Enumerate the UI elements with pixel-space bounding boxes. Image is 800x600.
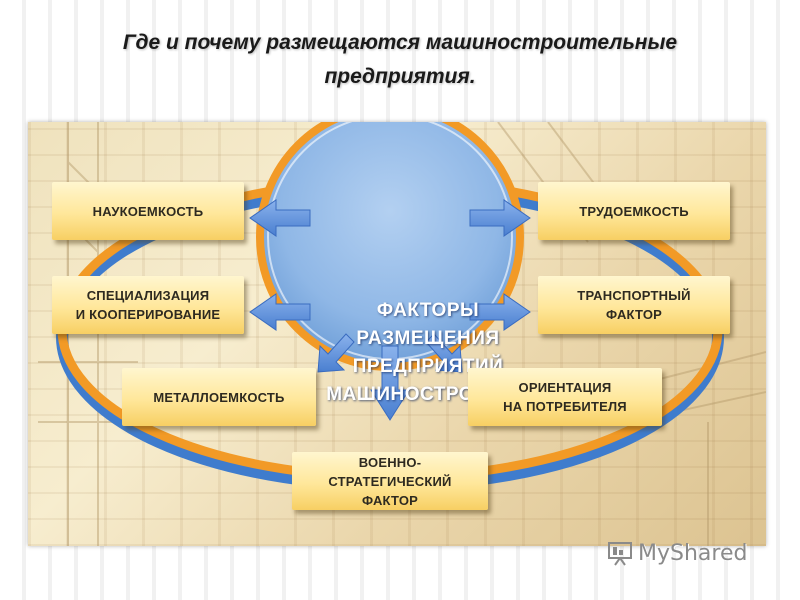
- title-line-1: Где и почему размещаются машиностроитель…: [122, 31, 678, 54]
- diagram-graphics: [38, 122, 766, 546]
- arrow-to-specialization: [249, 293, 311, 331]
- factor-consumer-orientation: ОРИЕНТАЦИЯ НА ПОТРЕБИТЕЛЯ: [468, 368, 662, 426]
- factor-specialization-line-2: И КООПЕРИРОВАНИЕ: [75, 307, 221, 322]
- factor-military-line-1: ВОЕННО-СТРАТЕГИЧЕСКИЙ: [328, 454, 452, 489]
- factor-military-strategic: ВОЕННО-СТРАТЕГИЧЕСКИЙ ФАКТОР: [292, 452, 488, 510]
- factor-consumer-line-2: НА ПОТРЕБИТЕЛЯ: [503, 399, 627, 414]
- center-title-line-3: ПРЕДПРИЯТИЙ: [352, 356, 504, 377]
- watermark-text: MyShared: [638, 540, 748, 566]
- watermark: MyShared: [606, 538, 747, 568]
- arrow-to-military: [370, 345, 410, 421]
- center-title-line-2: РАЗМЕЩЕНИЯ: [356, 328, 500, 349]
- presentation-board-icon: [608, 542, 632, 566]
- slide-title: Где и почему размещаются машиностроитель…: [20, 26, 780, 94]
- factor-metal-intensity: МЕТАЛЛОЕМКОСТЬ: [122, 368, 316, 426]
- arrow-to-transport: [469, 293, 531, 331]
- factor-science-label: НАУКОЕМКОСТЬ: [92, 203, 204, 219]
- factor-labor-label: ТРУДОЕМКОСТЬ: [579, 203, 689, 219]
- factor-specialization: СПЕЦИАЛИЗАЦИЯ И КООПЕРИРОВАНИЕ: [52, 276, 244, 334]
- arrows: [249, 199, 531, 421]
- factor-transport: ТРАНСПОРТНЫЙ ФАКТОР: [538, 276, 730, 334]
- factor-specialization-line-1: СПЕЦИАЛИЗАЦИЯ: [86, 288, 210, 303]
- arrow-to-science: [249, 199, 311, 237]
- factor-labor-intensity: ТРУДОЕМКОСТЬ: [538, 182, 730, 240]
- factor-metal-label: МЕТАЛЛОЕМКОСТЬ: [153, 389, 285, 405]
- factor-military-line-2: ФАКТОР: [361, 492, 419, 508]
- arrow-to-labor: [469, 199, 531, 237]
- factor-transport-line-1: ТРАНСПОРТНЫЙ: [577, 288, 691, 303]
- factor-science-intensity: НАУКОЕМКОСТЬ: [52, 182, 244, 240]
- factor-consumer-line-1: ОРИЕНТАЦИЯ: [518, 380, 612, 395]
- title-line-2: предприятия.: [324, 65, 476, 88]
- arrow-to-consumer: [425, 333, 463, 373]
- factor-transport-line-2: ФАКТОР: [605, 307, 663, 322]
- arrow-to-metal: [317, 333, 355, 373]
- center-title-line-1: ФАКТОРЫ: [376, 300, 480, 321]
